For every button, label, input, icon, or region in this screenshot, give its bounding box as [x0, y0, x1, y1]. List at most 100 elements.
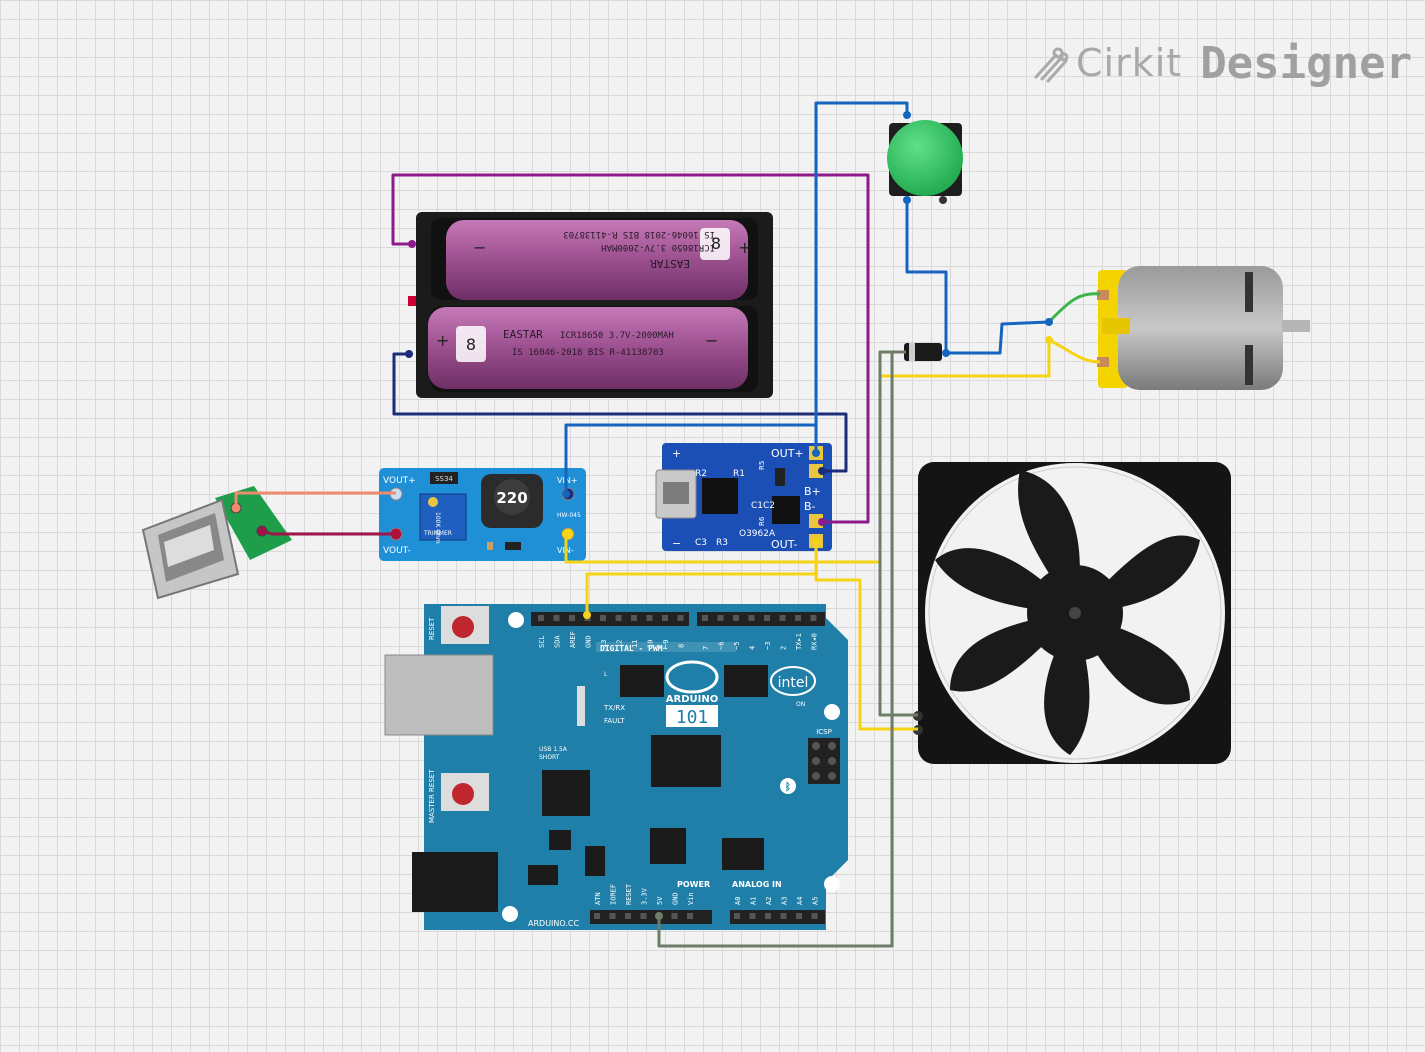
header-pin[interactable] [600, 615, 606, 621]
usb-female-connector[interactable] [141, 486, 292, 600]
wire-green-motor[interactable] [1047, 292, 1101, 324]
cell-bottom-std: IS 16046-2018 BIS R-41138703 [512, 348, 664, 358]
pin-label: ~5 [733, 642, 741, 650]
wire-graygreen-diode[interactable] [878, 350, 918, 717]
on-label: ON [796, 701, 805, 708]
arduino-chip-c [542, 770, 590, 816]
header-pin[interactable] [748, 615, 755, 621]
charger-module[interactable]: + − R2 R1 C3 R3 C1C2 O3962A R5 R6 OUT+ O… [655, 443, 832, 551]
pin-label: IOREF [610, 884, 618, 905]
pin-label: SCL [538, 635, 546, 648]
cooling-fan[interactable] [913, 462, 1231, 764]
l-label: L [604, 671, 608, 678]
pin-label: AREF [569, 631, 577, 648]
header-pin[interactable] [615, 615, 622, 621]
wire-endpoints [405, 240, 1053, 920]
brand-name: Designer [1200, 37, 1413, 89]
digital-header-2[interactable] [697, 612, 825, 626]
wire-purple[interactable] [391, 173, 870, 524]
dc-motor[interactable] [1097, 266, 1310, 390]
header-pin[interactable] [733, 615, 739, 621]
header-pin[interactable] [811, 913, 818, 919]
pin-label: A5 [812, 897, 820, 905]
charger-b-plus-label: B+ [804, 485, 821, 498]
reset-button-cap[interactable] [452, 616, 474, 638]
header-pin[interactable] [594, 913, 600, 919]
wire-yellow-boost[interactable] [564, 534, 818, 564]
wire-yellow-fan[interactable] [814, 574, 918, 731]
analog-label: ANALOG IN [732, 880, 782, 889]
header-pin[interactable] [687, 913, 693, 919]
pin-label: ~9 [662, 640, 670, 648]
motor-terminal-1[interactable] [1097, 290, 1109, 300]
header-pin[interactable] [677, 615, 684, 621]
icsp-header[interactable] [808, 738, 840, 784]
usb-b-port[interactable] [384, 654, 494, 736]
boost-trimmer-pot[interactable] [419, 493, 467, 541]
wire-yellow-motor-lead[interactable] [1048, 338, 1101, 364]
cell-top-text: ICR18650 3.7V-2000MAH [601, 242, 715, 252]
power-label: POWER [677, 880, 710, 889]
charger-r3: R3 [716, 538, 728, 548]
header-pin[interactable] [764, 615, 770, 621]
header-pin[interactable] [646, 615, 653, 621]
wire-crimson-usb[interactable] [261, 529, 396, 536]
button-cap[interactable] [887, 120, 963, 196]
cell-top-plus: + [738, 238, 751, 257]
wire-blue-button[interactable] [814, 101, 909, 450]
motor-shaft [1282, 320, 1310, 332]
header-pin[interactable] [796, 913, 802, 919]
wire-salmon-usb[interactable] [234, 491, 396, 508]
wire-blue-motor[interactable] [905, 200, 1050, 355]
header-pin[interactable] [734, 913, 740, 919]
pin-label: GND [672, 892, 680, 905]
header-pin[interactable] [717, 615, 724, 621]
diode[interactable] [904, 343, 942, 361]
reset-label: RESET [428, 617, 436, 640]
arduino-chip-f [549, 830, 571, 850]
wire-graygreen-arduino[interactable] [657, 352, 894, 948]
dc-barrel-jack[interactable] [412, 852, 498, 912]
master-reset-button-cap[interactable] [452, 783, 474, 805]
battery-holder[interactable]: 8 EASTAR ICR18650 3.7V-2000MAH IS 16046-… [408, 212, 773, 398]
mount-hole-1 [508, 612, 524, 628]
analog-header[interactable] [730, 910, 825, 924]
header-pin[interactable] [625, 913, 631, 919]
brand-prefix: Cirkit [1076, 41, 1183, 85]
boost-diode [430, 472, 458, 484]
charger-b-plus-pad[interactable] [809, 464, 823, 478]
intel-logo-icon [770, 666, 816, 696]
wire-navy[interactable] [392, 352, 848, 473]
header-pin[interactable] [538, 615, 544, 621]
button-pin-3[interactable] [939, 196, 947, 204]
header-pin[interactable] [765, 913, 771, 919]
push-button[interactable] [887, 111, 963, 204]
header-pin[interactable] [569, 615, 575, 621]
header-pin[interactable] [810, 615, 817, 621]
intel-label: intel [778, 675, 809, 691]
charger-b-minus-label: B- [804, 500, 816, 513]
header-pin[interactable] [671, 913, 678, 919]
charger-mosfet [775, 468, 785, 486]
cirkit-designer-logo: Cirkit Designer [1030, 36, 1412, 90]
trimmer-screw[interactable] [428, 497, 438, 507]
header-pin[interactable] [780, 913, 787, 919]
header-pin[interactable] [609, 913, 616, 919]
motor-terminal-2[interactable] [1097, 357, 1109, 367]
header-pin[interactable] [640, 913, 647, 919]
wire-yellow-arduino[interactable] [585, 562, 818, 615]
header-pin[interactable] [553, 615, 560, 621]
header-pin[interactable] [749, 913, 756, 919]
header-pin[interactable] [779, 615, 786, 621]
header-pin[interactable] [795, 615, 801, 621]
header-pin[interactable] [702, 615, 708, 621]
boost-trimmer-label: TRIMMER [423, 530, 452, 537]
header-pin[interactable] [662, 615, 668, 621]
boost-converter[interactable]: VOUT+ VOUT- VIN+ VIN- SS34 100K Ohm TRIM… [379, 468, 586, 561]
header-pin[interactable] [631, 615, 637, 621]
txrx-label: TX/RX [603, 704, 625, 712]
power-header[interactable] [590, 910, 712, 924]
